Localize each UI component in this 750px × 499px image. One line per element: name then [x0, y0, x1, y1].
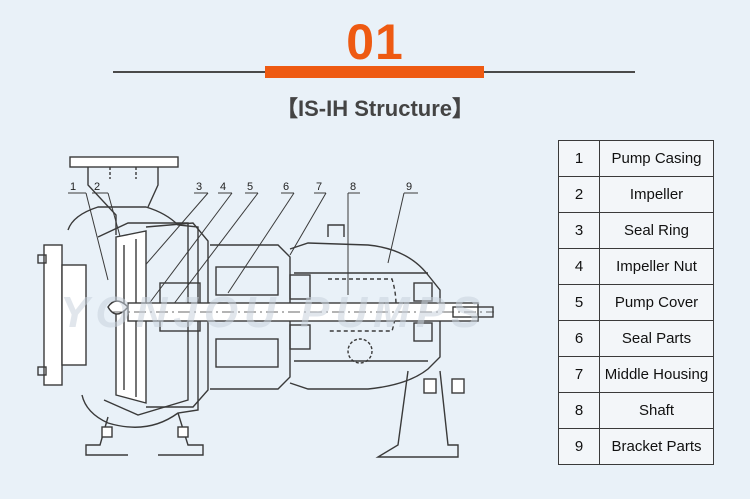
callout-7: 7 — [316, 181, 322, 193]
bracket — [289, 224, 441, 390]
heading-number: 01 — [346, 14, 404, 70]
part-name: Pump Casing — [599, 140, 714, 177]
part-number: 6 — [558, 320, 600, 357]
part-name: Shaft — [599, 392, 714, 429]
callout-8: 8 — [350, 181, 356, 193]
part-number: 9 — [558, 428, 600, 465]
part-name: Impeller Nut — [599, 248, 714, 285]
leader-lines — [68, 192, 418, 306]
part-number: 2 — [558, 176, 600, 213]
part-name: Seal Ring — [599, 212, 714, 249]
part-number: 7 — [558, 356, 600, 393]
part-name: Middle Housing — [599, 356, 714, 393]
part-name: Seal Parts — [599, 320, 714, 357]
callout-1: 1 — [70, 181, 76, 193]
callout-2: 2 — [94, 181, 100, 193]
part-name: Pump Cover — [599, 284, 714, 321]
heading-rule-accent — [265, 66, 484, 78]
shaft — [112, 302, 494, 322]
suction-flange — [37, 244, 87, 386]
part-number: 3 — [558, 212, 600, 249]
pump-structure-diagram: 1 2 3 4 5 6 7 8 9 — [37, 156, 494, 458]
part-number: 1 — [558, 140, 600, 177]
part-number: 5 — [558, 284, 600, 321]
part-name: Impeller — [599, 176, 714, 213]
bearings — [289, 274, 433, 350]
callout-4: 4 — [220, 181, 226, 193]
watermark-text: YONJOU PUMPS — [60, 288, 487, 337]
callout-6: 6 — [283, 181, 289, 193]
callout-3: 3 — [196, 181, 202, 193]
callout-9: 9 — [406, 181, 412, 193]
part-number: 8 — [558, 392, 600, 429]
bolts — [101, 378, 465, 438]
callout-5: 5 — [247, 181, 253, 193]
part-number: 4 — [558, 248, 600, 285]
page-subtitle: 【IS-IH Structure】 — [275, 96, 475, 121]
part-name: Bracket Parts — [599, 428, 714, 465]
discharge-flange — [69, 156, 179, 235]
